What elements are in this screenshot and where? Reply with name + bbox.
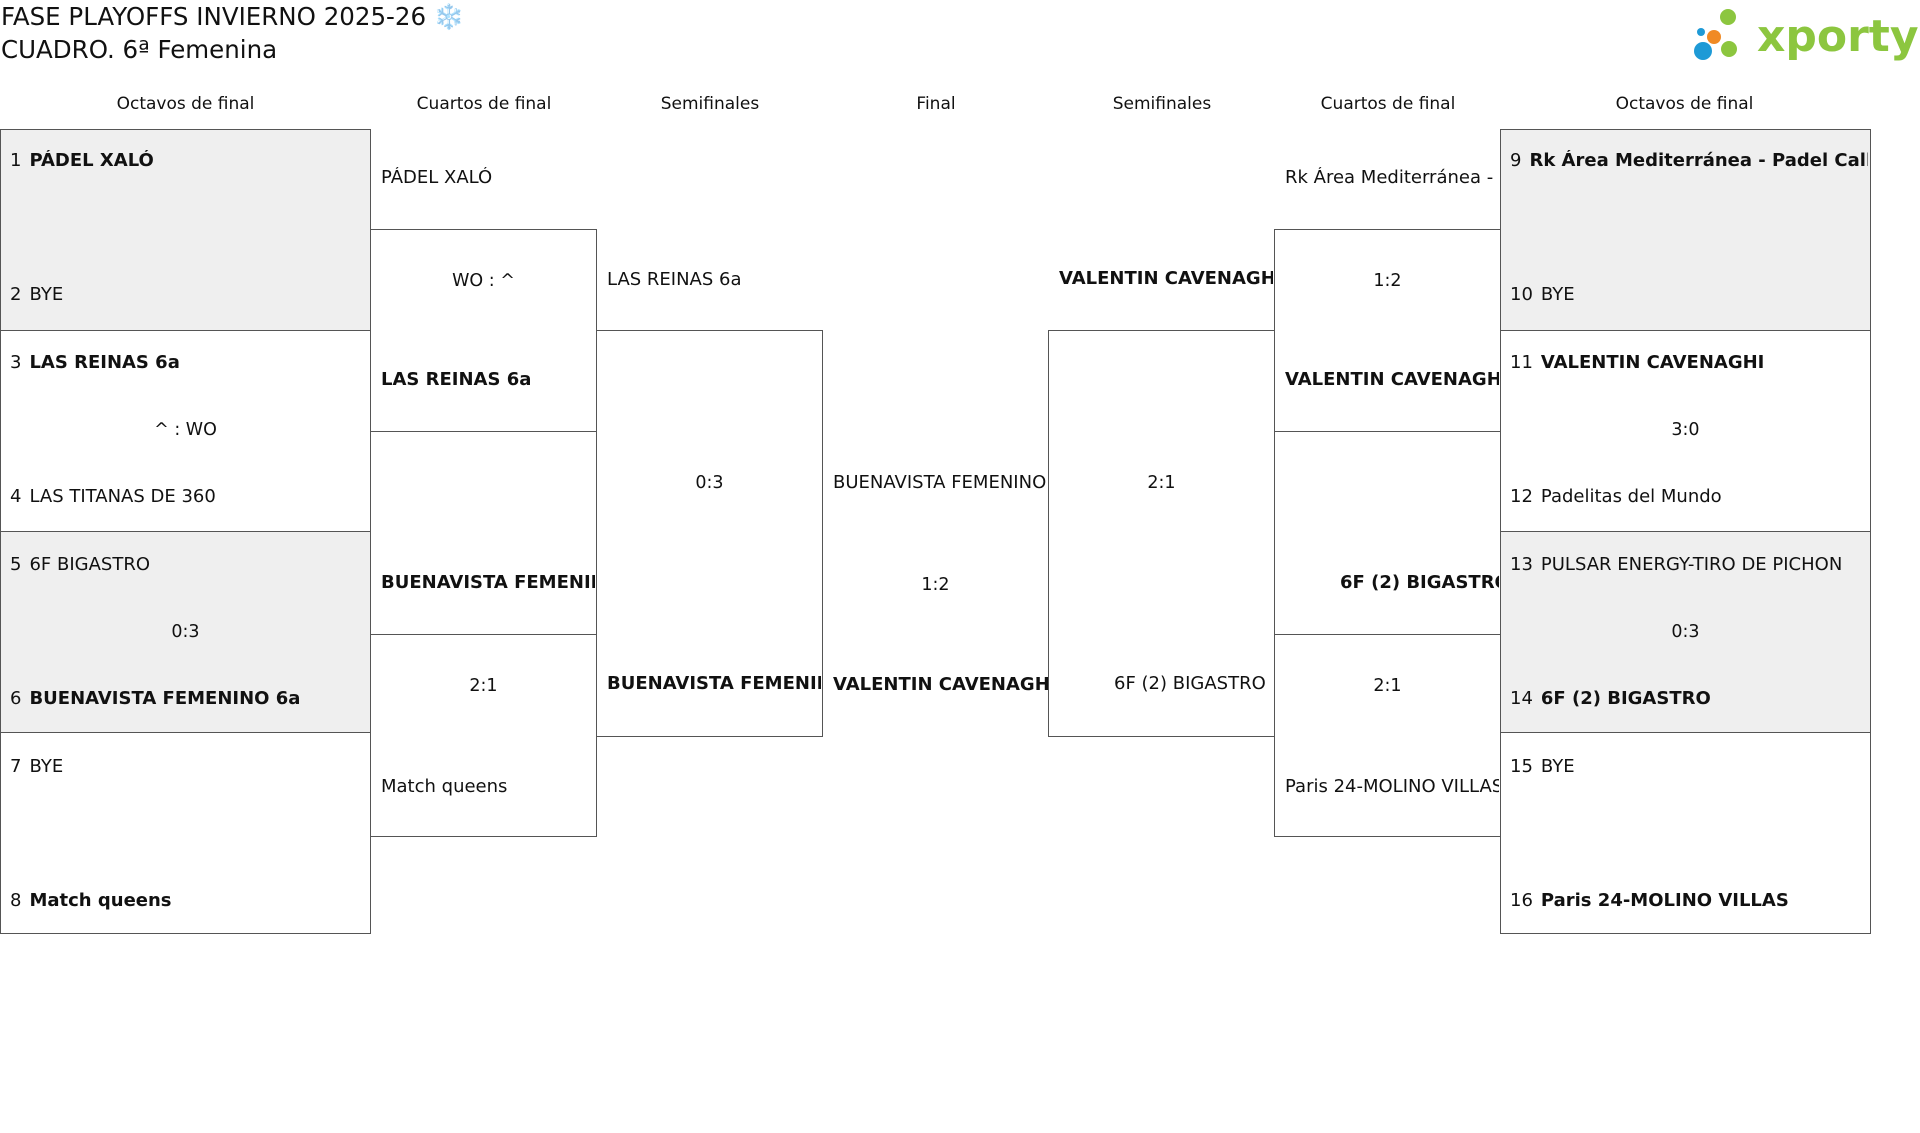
match-score: ^ : WO: [154, 420, 217, 440]
team-slot[interactable]: PÁDEL XALÓ: [381, 167, 493, 188]
team-slot[interactable]: 6F (2) BIGASTRO: [1340, 572, 1499, 593]
match-score: 2:1: [1373, 676, 1402, 696]
match-score: 1:2: [1373, 271, 1402, 291]
team-slot[interactable]: Rk Área Mediterránea - Padel Callosa: [1285, 167, 1499, 188]
team-slot[interactable]: 9Rk Área Mediterránea - Padel Callosa: [1510, 150, 1868, 171]
match-left-r16-4[interactable]: [0, 732, 371, 934]
team-slot[interactable]: LAS REINAS 6a: [607, 269, 742, 290]
header-left-semifinals: Semifinales: [660, 94, 760, 114]
match-score: WO : ^: [452, 271, 515, 291]
match-score: 3:0: [1671, 420, 1700, 440]
page-title: FASE PLAYOFFS INVIERNO 2025-26 ❄️: [1, 2, 465, 31]
match-score: 1:2: [921, 575, 950, 595]
team-slot[interactable]: LAS REINAS 6a: [381, 369, 532, 390]
match-right-r16-3[interactable]: [1500, 531, 1871, 733]
team-slot[interactable]: VALENTIN CAVENAGHI: [833, 674, 1051, 695]
match-right-sf[interactable]: [1048, 330, 1275, 737]
header-left-quarterfinals: Cuartos de final: [416, 94, 552, 114]
team-slot[interactable]: Paris 24-MOLINO VILLAS: [1285, 776, 1499, 797]
match-right-r16-2[interactable]: [1500, 330, 1871, 532]
page-subtitle: CUADRO. 6ª Femenina: [1, 35, 278, 64]
team-slot[interactable]: BUENAVISTA FEMENINO 6a: [607, 673, 821, 694]
match-score: 0:3: [1671, 622, 1700, 642]
match-left-sf[interactable]: [596, 330, 823, 737]
team-slot[interactable]: Match queens: [381, 776, 508, 797]
team-slot[interactable]: BUENAVISTA FEMENINO 6a: [833, 472, 1051, 493]
header-right-round16: Octavos de final: [1615, 94, 1754, 114]
match-right-r16-1[interactable]: [1500, 129, 1871, 331]
header-final: Final: [916, 94, 956, 114]
team-slot[interactable]: VALENTIN CAVENAGHI: [1059, 268, 1273, 289]
team-slot[interactable]: BUENAVISTA FEMENINO 6a: [381, 572, 595, 593]
svg-text:xporty: xporty: [1757, 11, 1919, 62]
header-right-semifinals: Semifinales: [1112, 94, 1212, 114]
team-slot[interactable]: 6F (2) BIGASTRO: [1114, 673, 1266, 694]
xporty-logo[interactable]: xporty: [1693, 4, 1920, 70]
match-left-r16-1[interactable]: [0, 129, 371, 331]
header-right-quarterfinals: Cuartos de final: [1320, 94, 1456, 114]
match-score: 2:1: [1147, 473, 1176, 493]
match-score: 2:1: [469, 676, 498, 696]
match-left-qf-2[interactable]: [370, 634, 597, 837]
match-right-r16-4[interactable]: [1500, 732, 1871, 934]
match-right-qf-1[interactable]: [1274, 229, 1501, 432]
team-slot[interactable]: VALENTIN CAVENAGHI: [1285, 369, 1499, 390]
match-score: 0:3: [695, 473, 724, 493]
header-left-round16: Octavos de final: [116, 94, 255, 114]
match-left-qf-1[interactable]: [370, 229, 597, 432]
match-score: 0:3: [171, 622, 200, 642]
xporty-logo-icon: xporty: [1694, 9, 1919, 62]
match-left-r16-2[interactable]: [0, 330, 371, 532]
match-right-qf-2[interactable]: [1274, 634, 1501, 837]
